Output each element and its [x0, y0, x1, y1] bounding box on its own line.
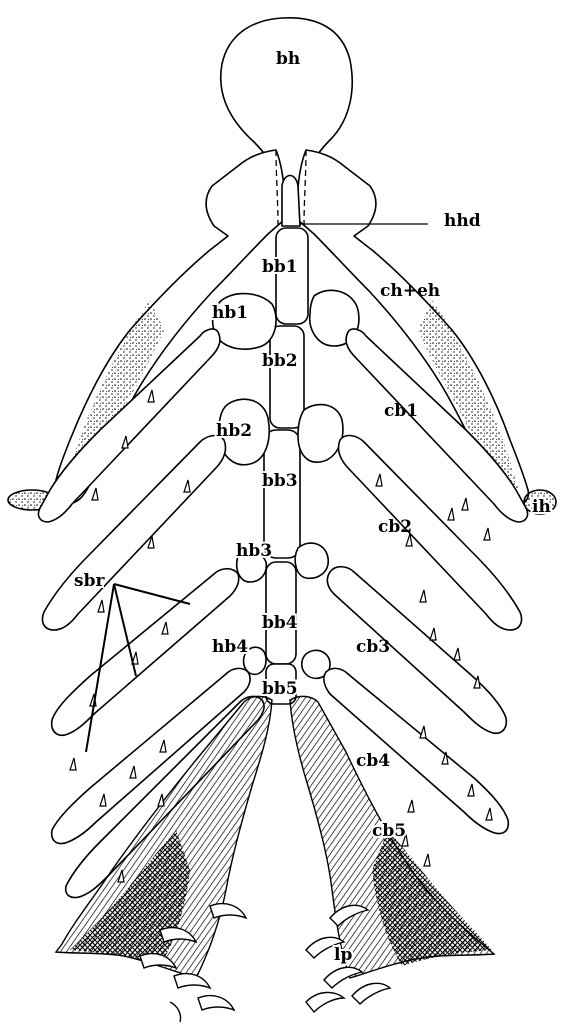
basibranchial-3	[264, 430, 300, 558]
label-cb4: cb4	[356, 751, 390, 771]
label-bb5: bb5	[262, 679, 298, 699]
label-ih: ih	[532, 497, 551, 517]
label-cb1: cb1	[384, 401, 418, 421]
label-bb1: bb1	[262, 257, 298, 277]
label-bh: bh	[276, 49, 300, 69]
basibranchial-2	[270, 326, 304, 428]
label-hhd: hhd	[444, 211, 481, 231]
label-bb4: bb4	[262, 613, 298, 633]
label-bb3: bb3	[262, 471, 298, 491]
label-lp: lp	[334, 945, 352, 965]
label-hb1: hb1	[212, 303, 248, 323]
hypobranchial-3-right	[295, 543, 328, 578]
label-ch-eh: ch+eh	[380, 281, 440, 301]
label-hb2: hb2	[216, 421, 252, 441]
label-cb3: cb3	[356, 637, 390, 657]
hypobranchial-2-right	[298, 405, 343, 463]
label-hb3: hb3	[236, 541, 272, 561]
hypohyal-dorsal	[282, 176, 300, 227]
label-cb2: cb2	[378, 517, 412, 537]
label-hb4: hb4	[212, 637, 248, 657]
label-bb2: bb2	[262, 351, 298, 371]
label-sbr: sbr	[74, 571, 105, 591]
label-cb5: cb5	[372, 821, 406, 841]
